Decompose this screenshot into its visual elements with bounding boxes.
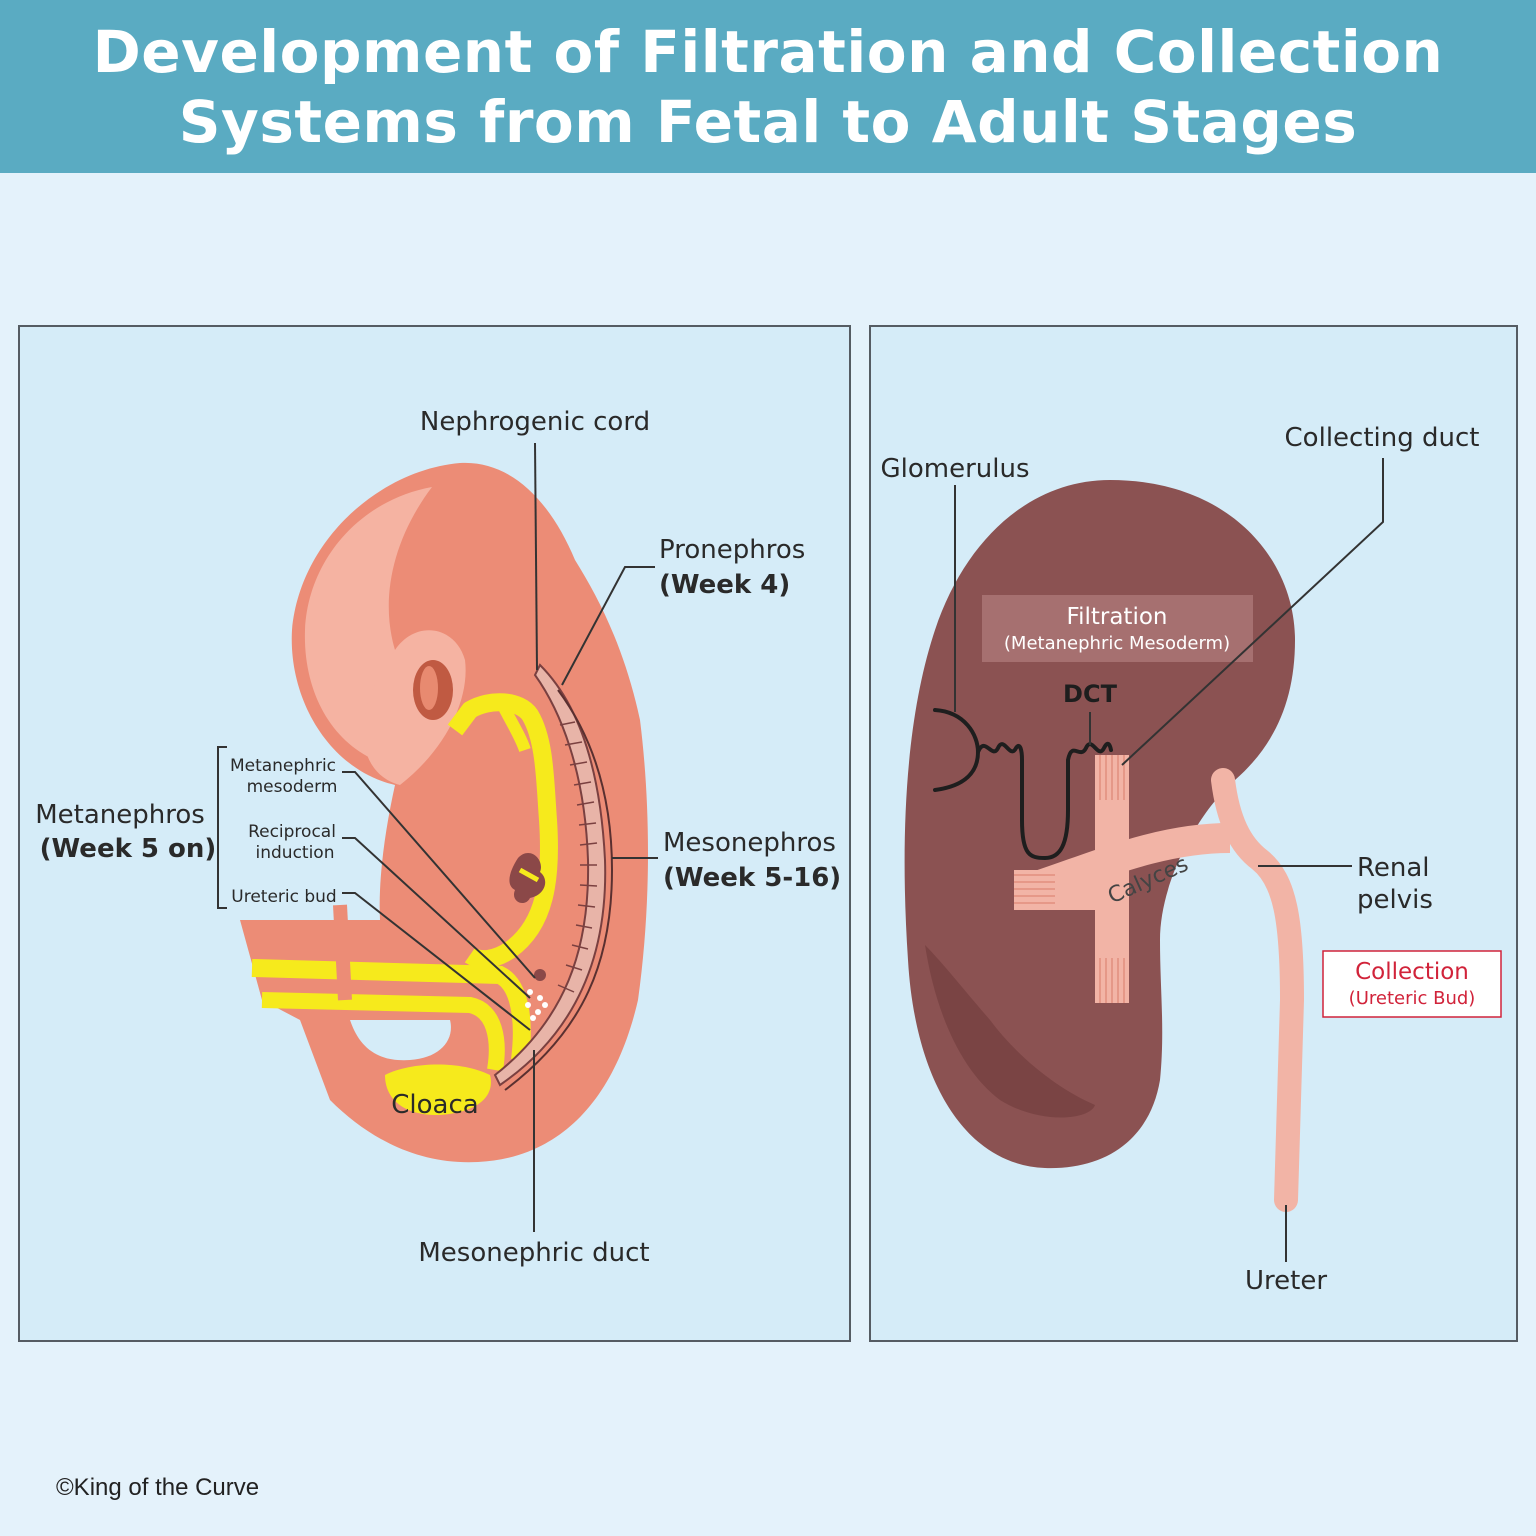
embryo-tail-gap — [350, 1020, 451, 1061]
limb-band — [333, 904, 352, 1001]
heart-vessel — [518, 867, 540, 883]
heart — [509, 852, 546, 904]
label-mesonephros-week: (Week 5-16) — [663, 863, 841, 893]
metanephros-bracket — [217, 746, 227, 909]
mesonephric-duct-line — [504, 689, 614, 1091]
kidney-shadow — [925, 945, 1095, 1118]
copyright: ©King of the Curve — [56, 1474, 260, 1501]
duct-striations — [1014, 755, 1125, 1003]
spine — [493, 663, 607, 1087]
fetal-leader-lines — [217, 442, 658, 1232]
label-collection: Collection — [1355, 959, 1469, 985]
embryo — [240, 462, 648, 1163]
label-metanephros-week: (Week 5 on) — [40, 834, 217, 864]
label-metanephric-mesoderm-2: mesoderm — [247, 777, 338, 797]
label-renal-pelvis-1: Renal — [1357, 853, 1430, 883]
label-metanephric-mesoderm-1: Metanephric — [230, 756, 336, 776]
metanephric-mesoderm-line — [342, 771, 536, 979]
adult-kidney — [904, 480, 1305, 1212]
label-filtration-sub: (Metanephric Mesoderm) — [1004, 633, 1230, 654]
hindgut — [251, 959, 531, 1062]
label-cloaca: Cloaca — [391, 1090, 478, 1120]
label-reciprocal-induction-1: Reciprocal — [248, 822, 336, 842]
calyx-left-arm — [1014, 870, 1095, 910]
label-reciprocal-induction-2: induction — [256, 843, 335, 863]
pronephros-line — [561, 566, 655, 686]
label-metanephros: Metanephros — [35, 800, 205, 830]
nephrogenic-cord-line — [534, 442, 538, 671]
proximal-tubule — [976, 741, 1113, 861]
gut-tube — [447, 693, 559, 969]
label-glomerulus: Glomerulus — [880, 454, 1029, 484]
metanephric-blob — [534, 969, 546, 981]
yolk-branch — [494, 697, 531, 753]
title-banner: Development of Filtration and Collection… — [0, 0, 1536, 173]
label-dct: DCT — [1063, 680, 1118, 708]
spine-segments — [557, 721, 598, 993]
title-line-1: Development of Filtration and Collection — [92, 17, 1444, 86]
embryo-eye-highlight — [420, 666, 438, 710]
label-collection-sub: (Ureteric Bud) — [1349, 988, 1476, 1009]
reciprocal-induction-line — [342, 837, 531, 999]
collecting-duct-line — [1121, 458, 1384, 766]
label-renal-pelvis-2: pelvis — [1357, 885, 1433, 915]
ureter — [1211, 768, 1305, 1212]
adult-leader-lines — [954, 458, 1384, 1262]
allantois — [261, 992, 505, 1072]
label-ureteric-bud: Ureteric bud — [231, 887, 336, 907]
label-nephrogenic-cord: Nephrogenic cord — [420, 407, 650, 437]
label-ureter: Ureter — [1245, 1266, 1327, 1296]
title-line-2: Systems from Fetal to Adult Stages — [178, 87, 1358, 156]
label-collecting-duct: Collecting duct — [1285, 423, 1480, 453]
filtration-box — [982, 595, 1253, 662]
ureteric-bud-line — [342, 892, 531, 1031]
label-pronephros-week: (Week 4) — [659, 570, 790, 600]
cloaca-shape — [385, 1064, 491, 1116]
label-mesonephros: Mesonephros — [663, 828, 836, 858]
nephron-dots — [525, 989, 548, 1021]
label-pronephros: Pronephros — [659, 535, 805, 565]
collection-box — [1322, 950, 1502, 1018]
label-filtration: Filtration — [1067, 604, 1168, 630]
label-mesonephric-duct: Mesonephric duct — [418, 1238, 649, 1268]
